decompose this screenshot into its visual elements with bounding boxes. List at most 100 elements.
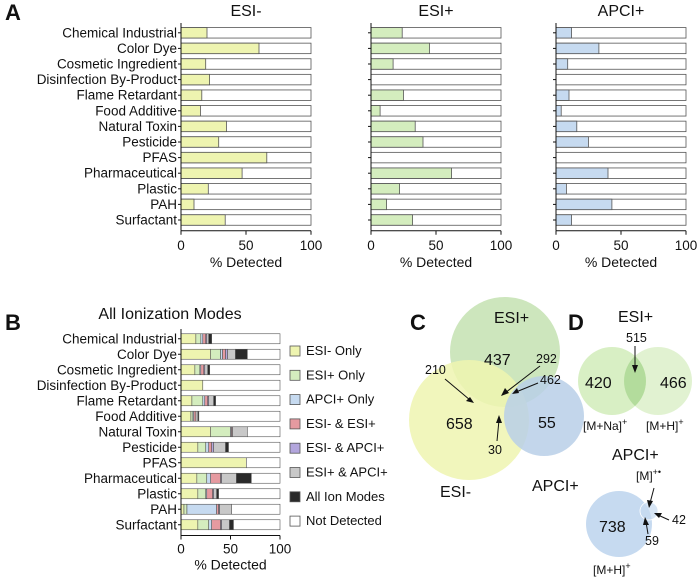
bar-esi-natural-toxin [370,120,416,133]
venn-d1-overlap [624,356,646,406]
venn-d2-arrow-m [649,487,655,504]
venn-d2-h-only: 738 [599,519,626,536]
x-axis-label: % Detected [210,254,282,270]
bar-apci-cosmetic-ingredient [555,58,569,70]
legend-label-esi-only: ESI+ Only [306,367,365,382]
bar-esi-pesticide [180,136,220,148]
bar-segment-all-ion-modes-chemical-industrial [208,333,212,345]
bar-segment-not-detected-pesticide [228,441,281,453]
bar-segment-esi-only-flame-retardant [180,395,193,407]
bar-segment-esi-apci-plastic [213,488,217,500]
venn-c-esi-neg-apci-pos: 30 [488,443,502,457]
bar-segment-esi-only-pah [183,503,188,515]
bar-segment-esi-apci-surfactant [221,519,230,531]
chart-b-title: All Ionization Modes [98,306,241,323]
bar-apci-pah [555,198,613,211]
bar-segment-esi-only-color-dye [210,348,221,360]
bar-segment-esi-apci-cosmetic-ingredient [204,364,209,376]
bar-esi-plastic [370,183,401,195]
bar-background [370,151,502,164]
bar-segment-not-detected-disinfection-by-product [202,379,281,391]
category-label-pesticide: Pesticide [122,135,177,150]
bar-segment-esi-only-cosmetic-ingredient [180,364,196,376]
bar-background [370,105,502,117]
panel-c-venn: ESI+ ESI- APCI+ 437 658 55 210 292 462 3… [409,297,584,501]
category-label-chemical-industrial: Chemical Industrial [62,331,177,346]
legend-swatch-not-detected [289,515,301,527]
category-label-natural-toxin: Natural Toxin [98,119,177,134]
bar-segment-all-ion-modes-surfactant [229,519,234,531]
category-label-pah: PAH [150,197,177,212]
bar-segment-esi-only-disinfection-by-product [180,379,204,391]
venn-d1-title: ESI+ [618,309,653,326]
bar-segment-esi-only-cosmetic-ingredient [194,364,201,376]
venn-d1-na-only: 420 [585,375,612,392]
x-tick-label: 100 [300,238,323,253]
venn-c-label-apci-pos: APCI+ [532,478,579,495]
venn-d2-set-label-h-sup: + [625,561,630,571]
bar-background [555,27,687,39]
venn-d1-set-label-h: [M+H]+ [646,417,684,433]
bar-esi-pfas [180,151,268,164]
category-label-color-dye: Color Dye [117,41,177,56]
venn-circle-apci-pos [504,376,584,456]
bar-segment-esi-only-chemical-industrial [195,333,202,345]
venn-circle-esi-neg [409,360,529,480]
bar-segment-esi-only-food-additive [180,410,192,422]
x-axis-label: % Detected [194,557,266,573]
bar-segment-esi-apci-flame-retardant [208,395,214,407]
bar-segment-not-detected-plastic [218,488,281,500]
bar-background [555,105,687,117]
bar-segment-esi-only-surfactant [180,519,199,531]
bar-esi-natural-toxin [180,120,227,133]
bar-segment-not-detected-natural-toxin [247,426,281,438]
venn-d2-set-label-m-main: [M] [636,469,653,483]
bar-background [370,73,502,86]
bar-segment-esi-only-pesticide [180,441,199,453]
bar-apci-plastic [555,183,567,195]
bar-segment-esi-only-flame-retardant [191,395,204,407]
category-label-flame-retardant: Flame Retardant [76,88,177,103]
panel-letter-b: B [5,310,21,335]
bar-background [555,73,687,86]
x-axis-label: % Detected [585,254,657,270]
category-label-pesticide: Pesticide [122,440,177,455]
bar-segment-esi-apci-pharmaceutical [221,472,237,484]
venn-c-apci-pos-only: 55 [538,415,556,432]
bar-segment-esi-apci-color-dye [227,348,236,360]
bar-esi-food-additive [180,105,201,117]
bar-esi-pharmaceutical [180,167,243,179]
venn-d2-arrowhead-both [643,517,649,525]
category-label-food-additive: Food Additive [95,103,177,118]
x-tick-label: 0 [177,238,185,253]
category-label-pfas: PFAS [142,150,177,165]
legend-label-not-detected: Not Detected [306,513,382,528]
venn-c-arrow-esi-neg-apci-pos [496,419,500,442]
bar-esi-color-dye [180,42,260,55]
venn-d1-set-label-h-main: [M+H] [646,419,678,433]
bar-segment-esi-only-natural-toxin [210,426,231,438]
venn-d2-both: 59 [645,534,659,548]
category-label-pfas: PFAS [142,455,177,470]
legend-swatch-esi-only [289,369,301,381]
bar-segment-apci-only-surfactant [208,519,212,531]
legend-swatch-esi-esi [289,418,301,430]
legend-swatch-apci-only [289,394,301,406]
bar-segment-esi-esi-plastic [206,488,213,500]
x-tick-label: 100 [490,238,513,253]
bar-apci-flame-retardant [555,89,570,101]
bar-apci-pharmaceutical [555,167,609,179]
bar-esi-flame-retardant [180,89,203,101]
bar-segment-esi-only-chemical-industrial [180,333,197,345]
legend-label-esi-only: ESI- Only [306,343,362,358]
bar-esi-flame-retardant [370,89,404,101]
legend-swatch-esi-apci [289,467,301,478]
bar-segment-esi-only-plastic [197,488,207,500]
venn-d2-set-label-m: [M]+• [636,467,661,483]
bar-segment-esi-esi-pharmaceutical [210,472,221,484]
bar-background [555,89,687,101]
venn-d1-arrowhead [632,365,638,373]
bar-segment-all-ion-modes-pharmaceutical [236,472,252,484]
